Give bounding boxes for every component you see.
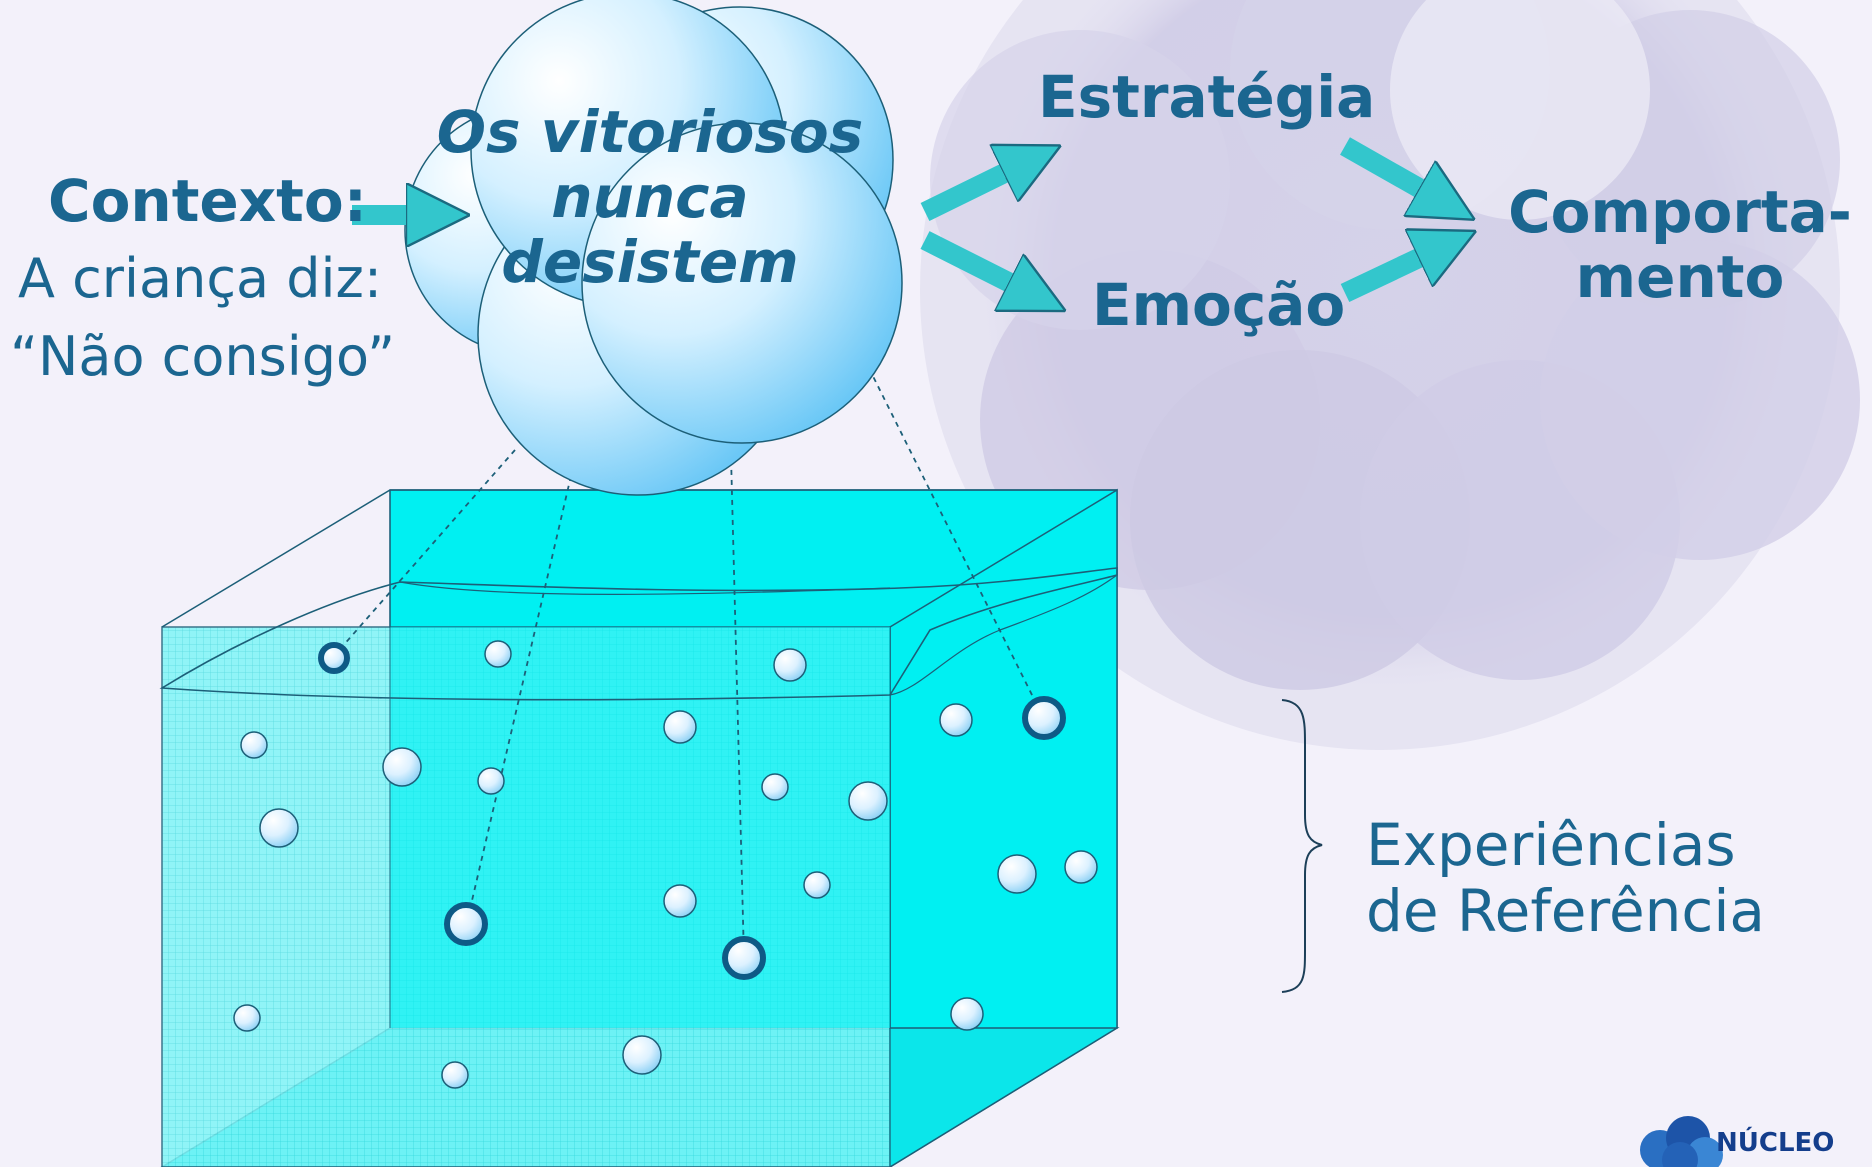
flow-arrows: [352, 137, 1440, 303]
strategy-arrow: [920, 163, 1025, 221]
reference-label: Experiências de Referência: [1366, 812, 1765, 944]
behavior-line-1: Comporta-: [1508, 178, 1852, 246]
experience-bubbles: [233, 640, 1098, 1089]
reference-box: [159, 488, 1120, 1167]
belief-line-1: Os vitoriosos: [436, 98, 864, 166]
belief-cloud: [404, 0, 903, 496]
emotion-to-behavior-arrow: [1340, 248, 1440, 303]
reference-line-2: de Referência: [1366, 877, 1765, 946]
behavior-label: Comporta- mento: [1500, 180, 1860, 310]
highlighted-experiences: [318, 642, 1066, 980]
brand-label: NÚCLEO: [1716, 1128, 1835, 1158]
strategy-to-behavior-arrow: [1340, 137, 1440, 200]
belief-text: Os vitoriosos nunca desistem: [420, 100, 880, 295]
behavior-line-2: mento: [1575, 242, 1785, 311]
belief-line-2: nunca: [551, 162, 749, 231]
context-line-2: “Não consigo”: [10, 325, 396, 388]
belief-line-3: desistem: [501, 227, 799, 296]
context-title: Contexto:: [48, 167, 367, 235]
reference-brace: [1281, 699, 1323, 993]
reference-line-1: Experiências: [1366, 811, 1736, 879]
background-cloud: [920, 0, 1860, 750]
water-surface: [159, 567, 1118, 701]
emotion-label: Emoção: [1092, 271, 1346, 339]
nucleo-logo: [1640, 1116, 1723, 1167]
emotion-arrow: [920, 231, 1030, 293]
strategy-label: Estratégia: [1038, 63, 1376, 131]
context-line-1: A criança diz:: [18, 247, 383, 310]
